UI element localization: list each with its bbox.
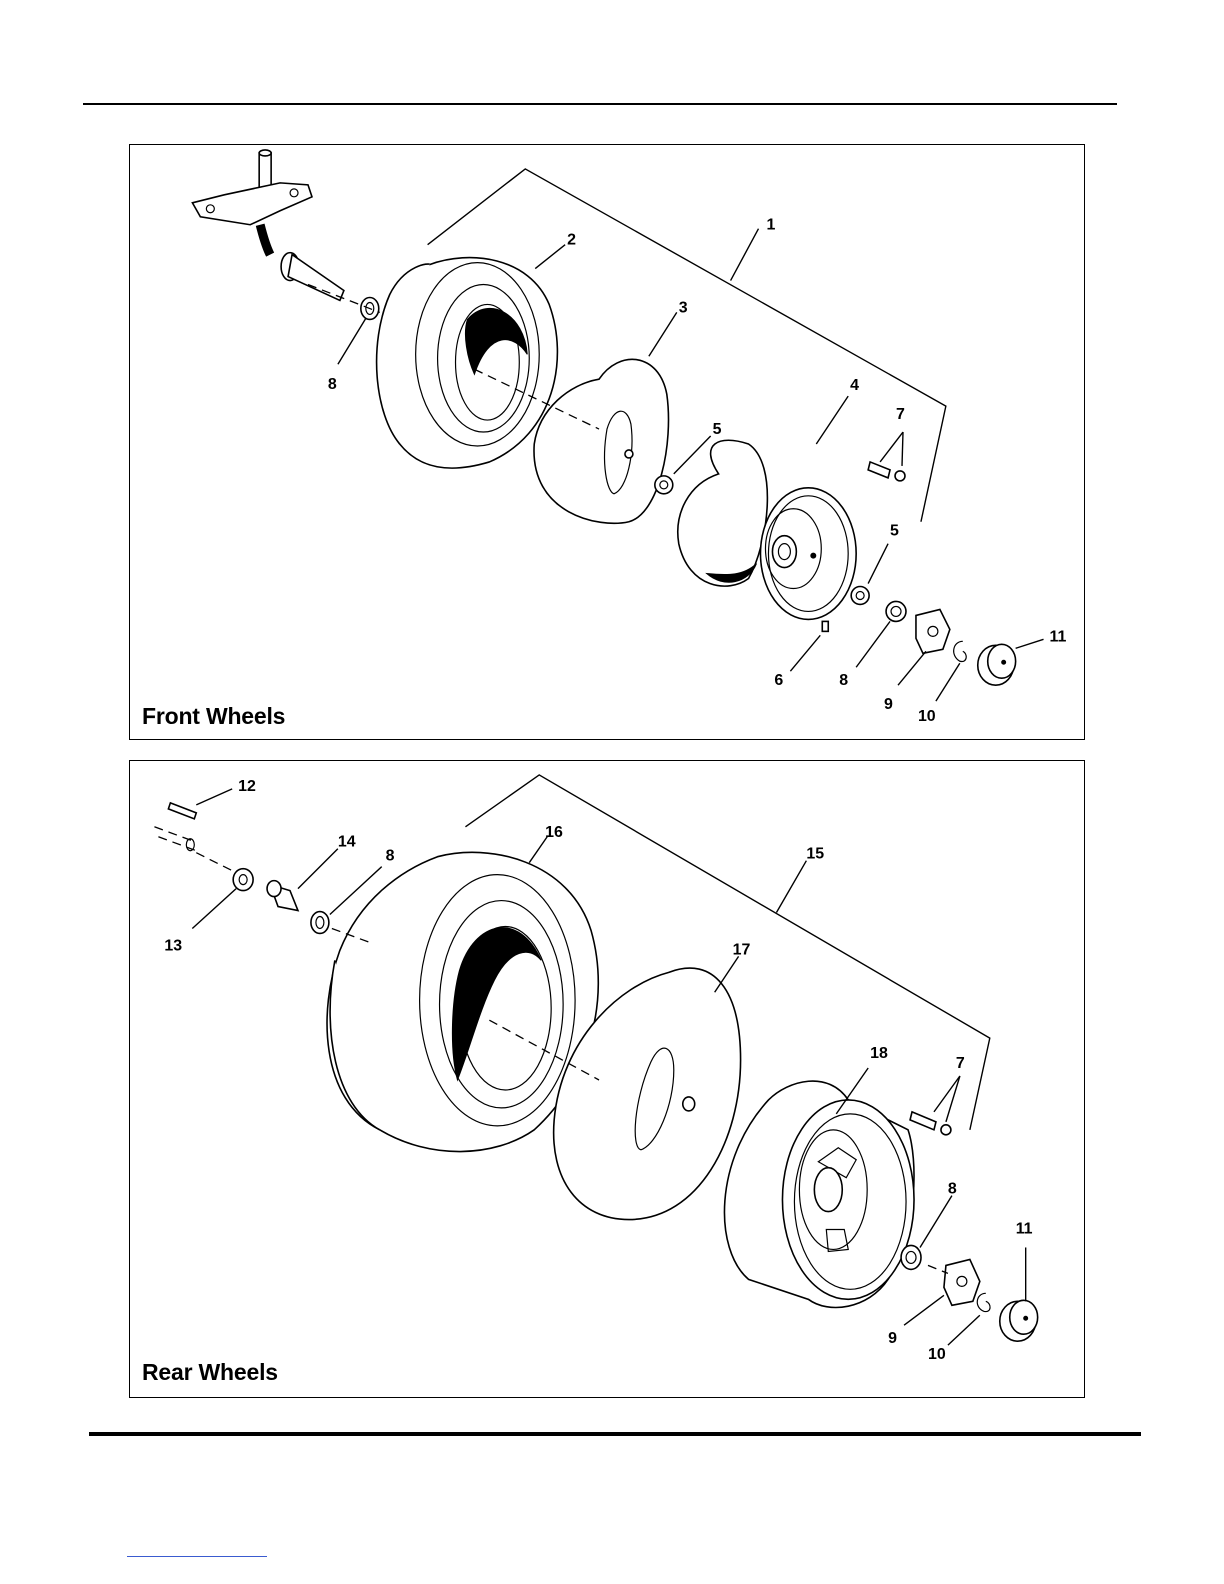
callout-15: 15: [806, 846, 824, 863]
washer-part-8-right: [901, 1245, 921, 1269]
callout-8b: 8: [948, 1181, 957, 1198]
rear-wheels-exploded-view: 12 14 8 16 15 13 17 18 7 8 11 9 10: [130, 761, 1084, 1397]
callout-6: 6: [774, 672, 783, 689]
bearing-part-5-right: [851, 587, 869, 605]
callout-14: 14: [338, 834, 356, 851]
callout-9: 9: [888, 1330, 897, 1347]
callout-11: 11: [1016, 1221, 1033, 1238]
callout-13: 13: [164, 937, 182, 954]
key-part-12: [154, 803, 196, 851]
callout-10: 10: [928, 1346, 946, 1363]
plate-part-9: [916, 609, 950, 653]
callout-8b: 8: [839, 672, 848, 689]
callout-5: 5: [713, 421, 722, 438]
callout-3: 3: [679, 299, 688, 316]
axis-line: [196, 853, 236, 873]
callout-4: 4: [850, 377, 859, 394]
header-rule: [83, 103, 1117, 105]
callout-9: 9: [884, 696, 893, 713]
grease-fitting-part-6: [822, 621, 828, 631]
e-ring-part-10: [977, 1293, 990, 1311]
callout-10: 10: [918, 708, 936, 725]
panel-title: Rear Wheels: [142, 1359, 278, 1386]
front-wheels-exploded-view: 1 2 3 4 5 7 5 8 6 8 9 10 11: [130, 145, 1084, 739]
rear-wheels-diagram: 12 14 8 16 15 13 17 18 7 8 11 9 10 Rear …: [129, 760, 1085, 1398]
callout-16: 16: [545, 824, 563, 841]
callout-18: 18: [870, 1045, 888, 1062]
callout-12: 12: [238, 778, 256, 795]
tire-part-2: [377, 258, 558, 469]
spindle-part: [192, 150, 343, 300]
e-ring-part-10: [954, 641, 967, 661]
callout-7: 7: [956, 1055, 965, 1072]
spacer-part-14: [267, 881, 298, 911]
rim-part-18: [724, 1081, 914, 1307]
hub-cap-part-11: [1000, 1300, 1038, 1341]
callout-8: 8: [386, 848, 395, 865]
footer-link-underline[interactable]: [127, 1556, 267, 1557]
panel-title: Front Wheels: [142, 703, 285, 730]
valve-stem-part-7: [868, 462, 905, 481]
callout-11: 11: [1050, 628, 1067, 645]
tube-bearing: [683, 1097, 695, 1111]
callout-17: 17: [733, 941, 751, 958]
footer-rule: [89, 1432, 1141, 1436]
callout-1: 1: [766, 217, 775, 234]
callout-5b: 5: [890, 523, 899, 540]
hub-cap-part-11: [978, 644, 1016, 685]
washer-part-13: [233, 869, 253, 891]
rim-part-4: [678, 440, 856, 619]
washer-8-right: [886, 601, 906, 621]
callout-2: 2: [567, 232, 576, 249]
front-wheels-diagram: 1 2 3 4 5 7 5 8 6 8 9 10 11 Front Wheels: [129, 144, 1085, 740]
callout-7: 7: [896, 406, 905, 423]
valve-stem-part-7: [910, 1112, 951, 1135]
washer-part-8-left: [311, 912, 329, 934]
plate-part-9: [944, 1259, 980, 1305]
callout-8: 8: [328, 376, 337, 393]
